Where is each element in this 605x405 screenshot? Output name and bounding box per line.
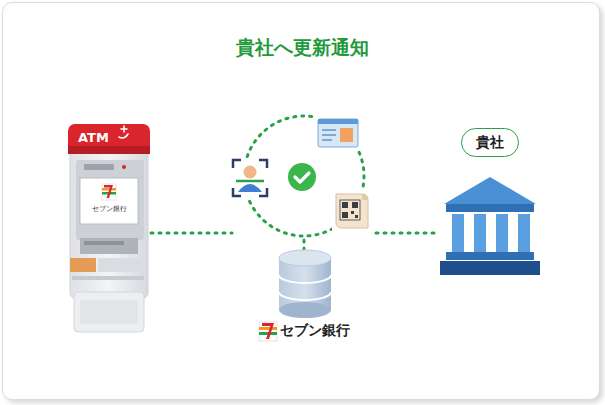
decor-shape: [316, 116, 360, 150]
decor-shape: [322, 134, 336, 136]
decor-shape: [340, 200, 360, 220]
decor-shape: [84, 164, 114, 170]
face-scan-icon: [230, 158, 270, 198]
decor-shape: [446, 204, 534, 212]
bank-building-icon: [440, 177, 540, 275]
decor-shape: [351, 211, 354, 214]
decor-shape: [80, 300, 138, 324]
decor-shape: [322, 139, 332, 141]
dotted-connector: [376, 232, 440, 235]
decor-shape: [259, 322, 277, 341]
decor-shape: [70, 146, 148, 298]
decor-shape: [352, 202, 358, 208]
decor-shape: [84, 241, 124, 245]
decor-shape: [80, 238, 138, 254]
decor-shape: [288, 163, 316, 191]
decor-shape: [452, 214, 464, 252]
decor-shape: [80, 178, 138, 224]
decor-shape: [444, 177, 536, 204]
decor-shape: [68, 124, 150, 154]
decor-shape: [104, 185, 113, 198]
decor-shape: [355, 215, 358, 218]
decor-shape: [68, 146, 150, 154]
decor-shape: [238, 184, 262, 192]
decor-shape: [76, 160, 144, 240]
decor-shape: [332, 188, 372, 232]
decor-shape: [244, 166, 257, 179]
decor-shape: [122, 165, 126, 169]
decor-shape: [70, 258, 96, 272]
decor-shape: [340, 128, 353, 142]
atm-illustration: [68, 124, 150, 332]
decor-shape: [318, 119, 358, 124]
decor-shape: [230, 158, 270, 198]
check-icon: [288, 163, 316, 191]
database-icon: [279, 250, 331, 318]
decor-shape: [496, 214, 508, 252]
decor-shape: [446, 252, 534, 260]
decor-shape: [295, 173, 309, 182]
decor-shape: [119, 126, 128, 138]
decor-shape: [518, 214, 530, 252]
decor-shape: [102, 184, 116, 200]
client-pill: 貴社: [461, 128, 519, 157]
diagram-title: 貴社へ更新通知: [0, 36, 605, 59]
decor-shape: [279, 275, 331, 283]
brand-mark: [259, 322, 277, 341]
atm-machine: ATM セブン銀行: [65, 122, 151, 334]
verification-hub: セブン銀行: [232, 112, 376, 344]
brand-name: セブン銀行: [280, 322, 350, 339]
decor-shape: [279, 302, 331, 318]
decor-shape: [318, 119, 358, 147]
id-card-icon: [316, 116, 360, 150]
decor-shape: [72, 276, 144, 280]
decor-shape: [262, 323, 274, 339]
decor-shape: [236, 180, 264, 183]
decor-shape: [336, 194, 368, 228]
qr-receipt-icon: [332, 188, 372, 232]
decor-shape: [474, 214, 486, 252]
decor-shape: [362, 194, 368, 200]
screen-brand-text: セブン銀行: [80, 205, 138, 213]
decor-shape: [342, 202, 348, 208]
client-company: 貴社: [440, 126, 540, 278]
decor-shape: [342, 212, 348, 218]
decor-shape: [322, 129, 336, 131]
dotted-connector: [151, 232, 232, 235]
atm-header-label: ATM: [78, 130, 109, 146]
decor-shape: [259, 327, 277, 330]
decor-shape: [440, 261, 540, 275]
decor-shape: [279, 250, 331, 266]
decor-shape: [233, 160, 267, 196]
decor-shape: [74, 292, 144, 332]
decor-shape: [279, 292, 331, 300]
decor-shape: [102, 188, 116, 191]
decor-shape: [98, 258, 140, 272]
